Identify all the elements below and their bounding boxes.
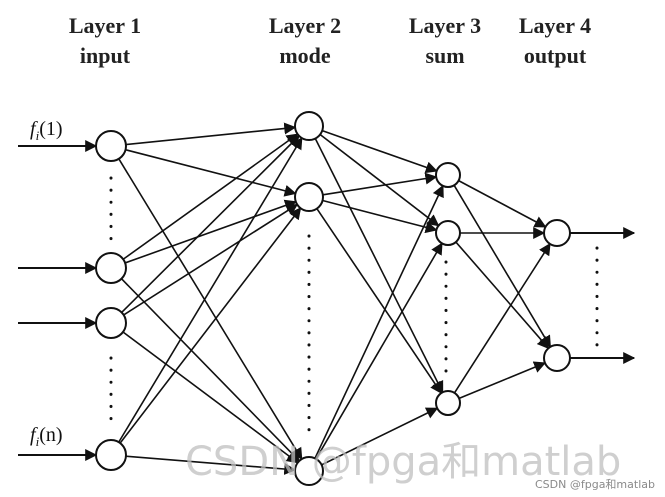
sum-node-2 <box>435 220 461 246</box>
edge-l1-l2-0-2 <box>118 158 303 461</box>
layer-2-subtitle: mode <box>279 43 331 68</box>
edge-l2-l3-0-1 <box>319 133 440 227</box>
edge-l1-l2-0-0 <box>125 122 297 146</box>
input-node-3 <box>95 307 127 339</box>
edge-l1-l2-2-2 <box>122 331 299 464</box>
edge-l3-l4-0-0 <box>458 179 547 228</box>
mode-node-1 <box>294 111 324 141</box>
edge-l2-l3-1-2 <box>316 208 442 395</box>
layer-2-title: Layer 2 <box>269 13 341 38</box>
output-node-1 <box>543 219 571 247</box>
layer-1-title: Layer 1 <box>69 13 141 38</box>
edge-l2-l3-0-2 <box>314 138 444 394</box>
edge-l2-l3-2-0 <box>314 184 444 459</box>
edge-l1-l2-0-1 <box>125 148 297 197</box>
mode-node-2 <box>294 182 324 212</box>
layer-1-subtitle: input <box>80 43 131 68</box>
watermark-text: CSDN @fpga和matlab <box>185 439 621 485</box>
layer-4-title: Layer 4 <box>519 13 591 38</box>
edge-l3-l4-2-1 <box>458 361 547 400</box>
input-node-2 <box>95 252 127 284</box>
output-node-2 <box>543 344 571 372</box>
input-label-last: fi(n) <box>30 424 63 449</box>
nodes <box>95 111 571 486</box>
connections <box>18 122 636 475</box>
layer-3-subtitle: sum <box>425 43 464 68</box>
input-node-4 <box>95 439 127 471</box>
sum-node-1 <box>435 162 461 188</box>
edge-l3-l4-2-0 <box>453 242 551 394</box>
edge-l1-l2-1-1 <box>124 199 297 264</box>
edge-l2-l3-0-0 <box>321 129 438 174</box>
credit-text: CSDN @fpga和matlab <box>535 478 655 491</box>
layer-4-subtitle: output <box>524 43 587 68</box>
edge-l1-l2-1-2 <box>120 278 301 462</box>
edge-l3-l4-1-1 <box>455 241 550 350</box>
ellipsis-dots <box>109 176 599 432</box>
layer-3-title: Layer 3 <box>409 13 481 38</box>
edge-l1-l2-1-0 <box>122 133 299 260</box>
edge-l2-l3-2-2 <box>321 407 439 466</box>
mode-node-3 <box>294 456 324 486</box>
edge-l1-l2-2-1 <box>123 203 299 316</box>
input-node-1 <box>95 130 127 162</box>
edge-l1-l2-3-2 <box>125 455 297 475</box>
sum-node-3 <box>435 390 461 416</box>
edge-l2-l3-1-0 <box>322 172 438 196</box>
edge-l2-l3-1-1 <box>322 199 438 234</box>
edge-l1-l2-3-0 <box>118 136 303 443</box>
input-label-first: fi(1) <box>30 118 63 143</box>
edge-l2-l3-2-1 <box>315 242 443 460</box>
edge-l3-l4-0-1 <box>453 184 552 348</box>
edge-l1-l2-3-1 <box>119 207 302 444</box>
edge-l1-l2-2-0 <box>121 135 300 313</box>
